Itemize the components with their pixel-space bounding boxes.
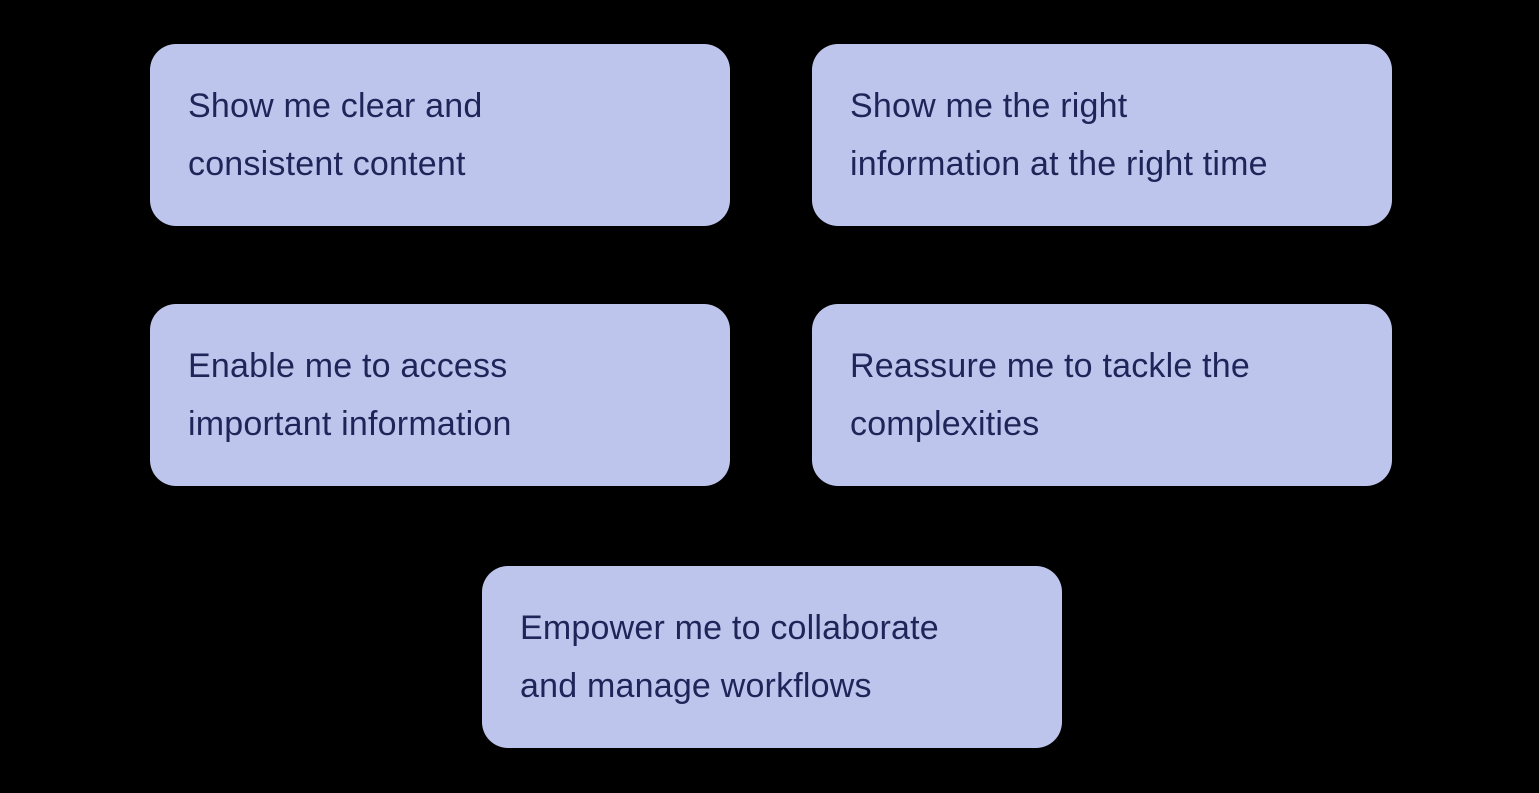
card-text-line: Show me clear and (188, 87, 483, 125)
card-text-line: Show me the right (850, 87, 1128, 125)
card-text-line: important information (188, 405, 512, 443)
card-reassure-tackle-complexities: Reassure me to tackle the complexities (812, 304, 1392, 486)
card-text-line: information at the right time (850, 145, 1268, 183)
card-text-line: Empower me to collaborate (520, 609, 939, 647)
card-text-line: and manage workflows (520, 667, 872, 705)
card-empower-collaborate-workflows: Empower me to collaborate and manage wor… (482, 566, 1062, 748)
card-show-clear-consistent-content: Show me clear and consistent content (150, 44, 730, 226)
card-text-line: complexities (850, 405, 1040, 443)
card-text-line: Enable me to access (188, 347, 508, 385)
card-show-right-information: Show me the right information at the rig… (812, 44, 1392, 226)
card-text-line: consistent content (188, 145, 466, 183)
card-enable-access-information: Enable me to access important informatio… (150, 304, 730, 486)
card-text-line: Reassure me to tackle the (850, 347, 1250, 385)
